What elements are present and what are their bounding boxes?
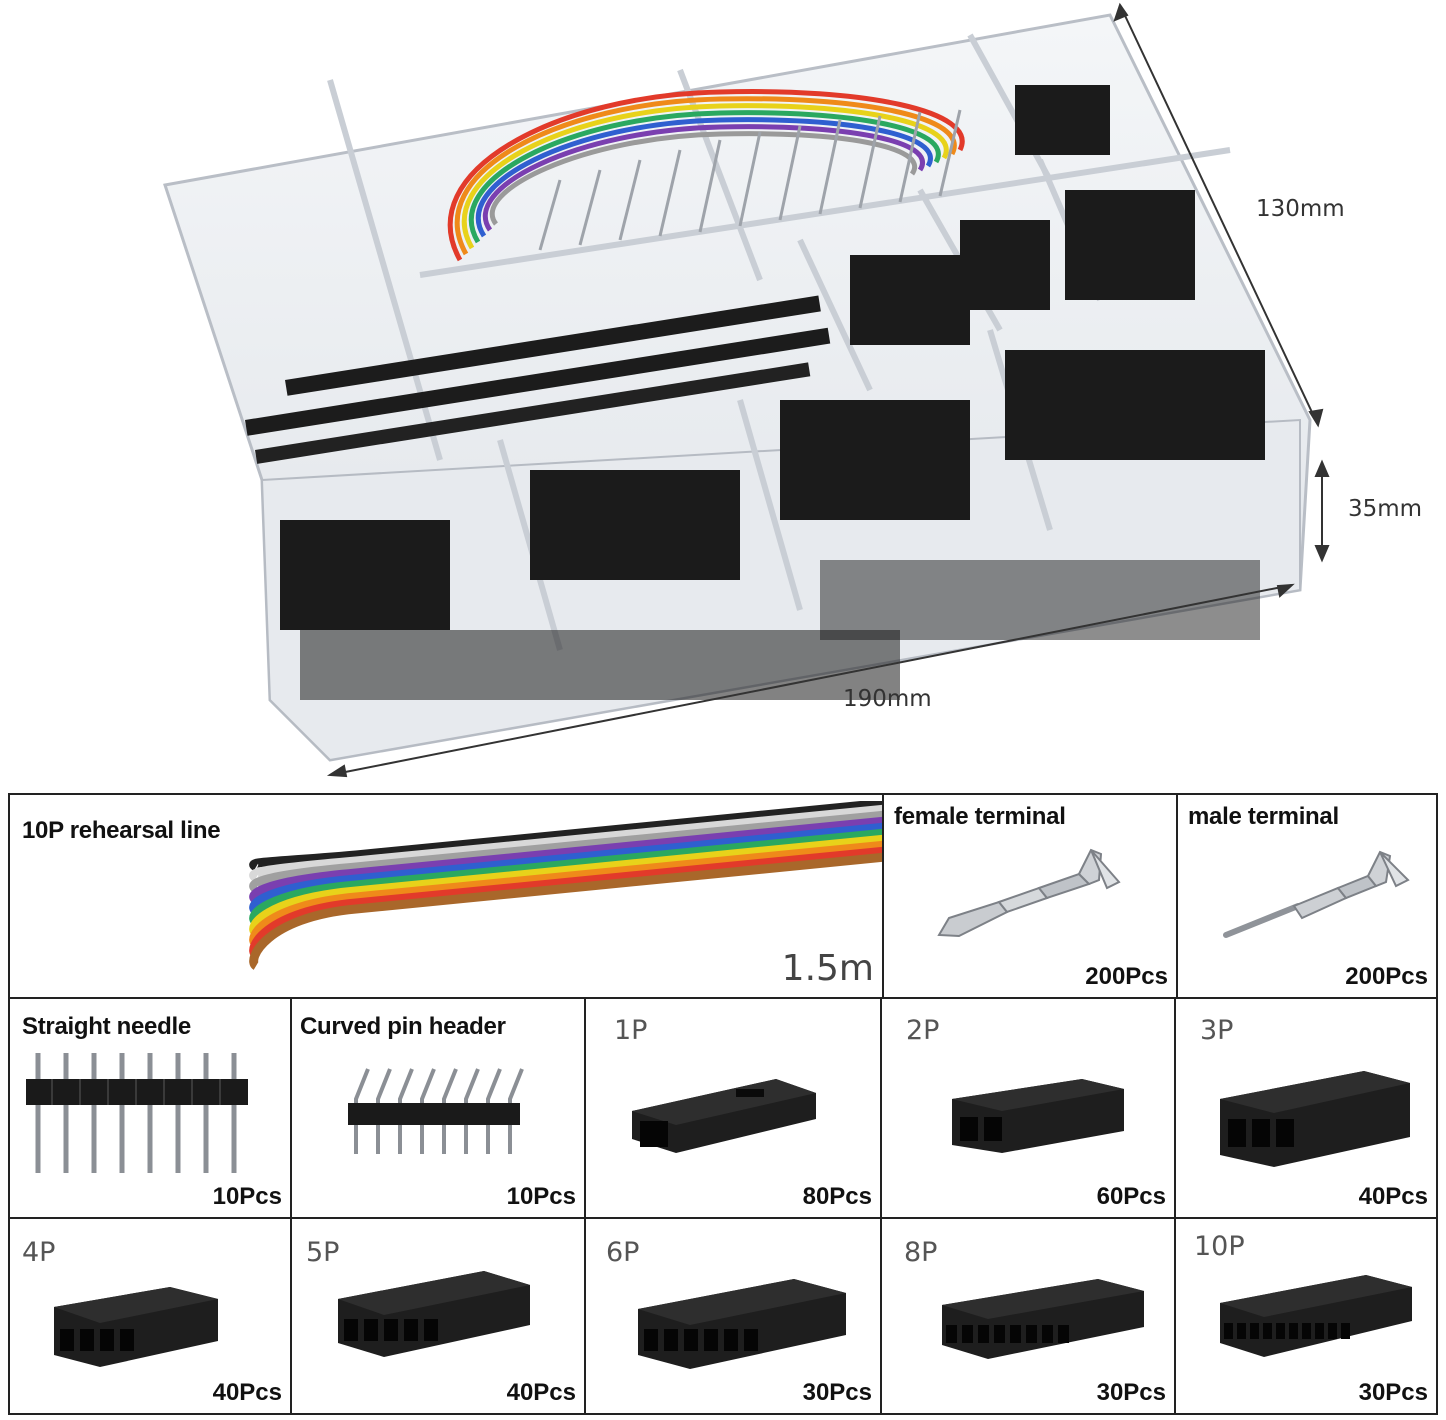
box-depth-label: 130mm (1256, 196, 1345, 222)
curved-pin-header-label: Curved pin header (300, 1013, 506, 1040)
housing-3p-label: 3P (1200, 1015, 1234, 1046)
female-terminal-image (937, 848, 1121, 938)
female-terminal-label: female terminal (894, 803, 1066, 830)
housing-6p-image (638, 1279, 846, 1369)
parts-box-illustration (163, 2, 1330, 778)
housing-8p-qty: 30Pcs (1096, 1379, 1166, 1406)
male-terminal-qty: 200Pcs (1345, 963, 1428, 990)
straight-needle-label: Straight needle (22, 1013, 191, 1040)
components-grid: 10P rehearsal line 1.5m female terminal … (8, 793, 1438, 1415)
ribbon-wire (249, 822, 882, 915)
ribbon-cable-length: 1.5m (781, 948, 874, 989)
housing-10p-label: 10P (1194, 1231, 1245, 1262)
curved-pin-header-qty: 10Pcs (506, 1183, 576, 1210)
housing-10p-image (1220, 1275, 1412, 1357)
female-terminal-qty: 200Pcs (1085, 963, 1168, 990)
housing-3p-qty: 40Pcs (1358, 1183, 1428, 1210)
housing-10p-cell: 10P 30Pcs (1174, 1217, 1438, 1415)
ribbon-wire (249, 810, 882, 893)
housing-5p-cell: 5P 40Pcs (290, 1217, 586, 1415)
straight-needle-cell: Straight needle 10Pcs (8, 997, 292, 1219)
housing-1p-cell: 1P 80Pcs (584, 997, 882, 1219)
housing-4p-qty: 40Pcs (212, 1379, 282, 1406)
housing-2p-qty: 60Pcs (1096, 1183, 1166, 1210)
housing-2p-image (952, 1079, 1124, 1153)
housing-3p-cell: 3P 40Pcs (1174, 997, 1438, 1219)
housing-1p-label: 1P (614, 1015, 648, 1046)
ribbon-wire (249, 852, 882, 970)
housing-8p-cell: 8P 30Pcs (880, 1217, 1176, 1415)
ribbon-wire (249, 801, 882, 871)
housing-10p-qty: 30Pcs (1358, 1379, 1428, 1406)
housing-1p-qty: 80Pcs (802, 1183, 872, 1210)
housing-3p-image (1220, 1071, 1410, 1167)
male-terminal-cell: male terminal 200Pcs (1176, 793, 1438, 999)
box-width-label: 190mm (843, 686, 932, 712)
ribbon-cable-label: 10P rehearsal line (22, 817, 221, 844)
housing-8p-label: 8P (904, 1237, 938, 1268)
housing-1p-image (632, 1079, 816, 1153)
ribbon-wire (249, 804, 882, 882)
housing-5p-qty: 40Pcs (506, 1379, 576, 1406)
housing-4p-image (54, 1287, 218, 1367)
straight-needle-image (26, 1053, 248, 1173)
box-height-label: 35mm (1348, 496, 1423, 522)
housing-6p-cell: 6P 30Pcs (584, 1217, 882, 1415)
straight-needle-qty: 10Pcs (212, 1183, 282, 1210)
ribbon-cable-image (249, 801, 882, 970)
curved-pin-header-image (348, 1068, 524, 1154)
product-box-photo: 130mm 35mm 190mm (163, 2, 1423, 778)
male-terminal-label: male terminal (1188, 803, 1339, 830)
housing-8p-image (942, 1279, 1144, 1359)
housing-6p-qty: 30Pcs (802, 1379, 872, 1406)
housing-5p-label: 5P (306, 1237, 340, 1268)
housing-4p-label: 4P (22, 1237, 56, 1268)
male-terminal-image (1223, 850, 1410, 938)
curved-pin-header-cell: Curved pin header 10Pcs (290, 997, 586, 1219)
ribbon-wire (249, 816, 882, 904)
housing-4p-cell: 4P 40Pcs (8, 1217, 292, 1415)
housing-2p-cell: 2P 60Pcs (880, 997, 1176, 1219)
housing-2p-label: 2P (906, 1015, 940, 1046)
housing-5p-image (338, 1271, 530, 1357)
female-terminal-cell: female terminal 200Pcs (882, 793, 1178, 999)
ribbon-cable-cell: 10P rehearsal line 1.5m (8, 793, 884, 999)
housing-6p-label: 6P (606, 1237, 640, 1268)
